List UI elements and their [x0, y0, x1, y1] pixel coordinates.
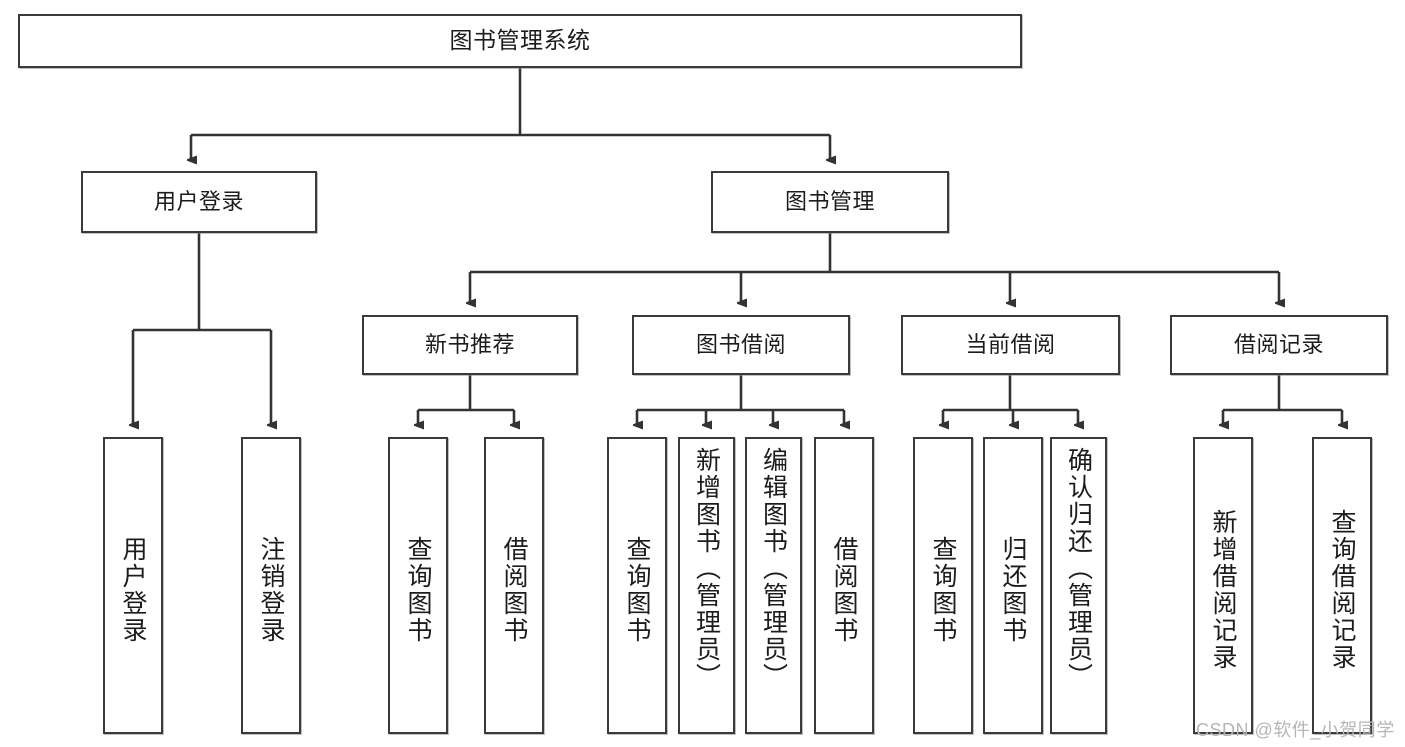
- node-root[interactable]: 图书管理系统: [18, 14, 1022, 68]
- leaf-query-borrow-record-label: 查询借阅记录: [1328, 508, 1356, 671]
- leaf-query-book-3[interactable]: 查询图书: [913, 437, 973, 734]
- leaf-borrow-book-1[interactable]: 借阅图书: [484, 437, 544, 734]
- leaf-query-book-1[interactable]: 查询图书: [388, 437, 448, 734]
- leaf-query-book-2-label: 查询图书: [623, 535, 651, 644]
- leaf-user-login[interactable]: 用户登录: [103, 437, 163, 734]
- leaf-borrow-book-2[interactable]: 借阅图书: [814, 437, 874, 734]
- leaf-query-book-2[interactable]: 查询图书: [607, 437, 667, 734]
- leaf-borrow-book-1-label: 借阅图书: [500, 535, 528, 644]
- node-new-book-recommend[interactable]: 新书推荐: [362, 315, 578, 375]
- leaf-confirm-return-admin-label: 确认归还（管理员）: [1064, 447, 1093, 690]
- node-borrow-record-label: 借阅记录: [1233, 331, 1324, 357]
- leaf-query-borrow-record[interactable]: 查询借阅记录: [1312, 437, 1372, 734]
- leaf-return-book[interactable]: 归还图书: [983, 437, 1043, 734]
- leaf-confirm-return-admin[interactable]: 确认归还（管理员）: [1050, 437, 1107, 734]
- node-user-login-label: 用户登录: [153, 188, 244, 214]
- leaf-borrow-book-2-label: 借阅图书: [830, 535, 858, 644]
- node-book-management-label: 图书管理: [784, 188, 875, 214]
- leaf-logout-login[interactable]: 注销登录: [241, 437, 301, 734]
- leaf-return-book-label: 归还图书: [999, 535, 1027, 644]
- leaf-add-book-admin[interactable]: 新增图书（管理员）: [678, 437, 735, 734]
- leaf-query-book-3-label: 查询图书: [929, 535, 957, 644]
- leaf-add-borrow-record[interactable]: 新增借阅记录: [1193, 437, 1253, 734]
- node-current-borrow-label: 当前借阅: [965, 331, 1056, 357]
- node-borrow-record[interactable]: 借阅记录: [1170, 315, 1388, 375]
- leaf-logout-login-label: 注销登录: [257, 535, 285, 644]
- node-book-management[interactable]: 图书管理: [711, 171, 949, 233]
- leaf-add-book-admin-label: 新增图书（管理员）: [692, 447, 721, 690]
- csdn-watermark: CSDN @软件_小贺同学: [1196, 720, 1395, 740]
- leaf-query-book-1-label: 查询图书: [404, 535, 432, 644]
- node-root-label: 图书管理系统: [449, 27, 591, 54]
- leaf-add-borrow-record-label: 新增借阅记录: [1209, 508, 1237, 671]
- leaf-user-login-label: 用户登录: [119, 535, 147, 644]
- node-book-borrow-label: 图书借阅: [695, 331, 786, 357]
- node-new-book-recommend-label: 新书推荐: [424, 331, 515, 357]
- node-current-borrow[interactable]: 当前借阅: [901, 315, 1120, 375]
- node-user-login[interactable]: 用户登录: [81, 171, 317, 233]
- node-book-borrow[interactable]: 图书借阅: [632, 315, 850, 375]
- leaf-edit-book-admin-label: 编辑图书（管理员）: [759, 447, 788, 690]
- leaf-edit-book-admin[interactable]: 编辑图书（管理员）: [745, 437, 802, 734]
